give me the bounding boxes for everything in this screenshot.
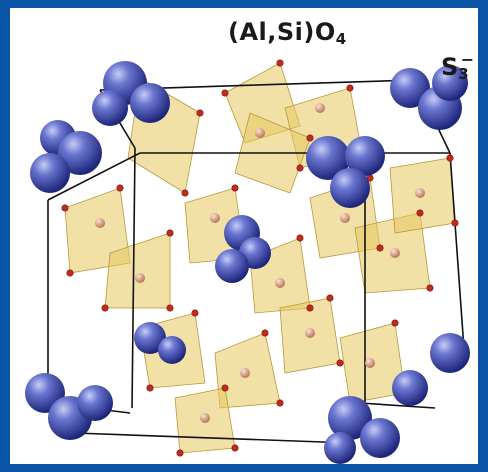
- s3-cluster-left: [30, 120, 102, 193]
- anion-formula-label: S3−: [441, 50, 475, 83]
- cation-sphere: [95, 218, 105, 228]
- cation-sphere: [240, 368, 250, 378]
- unit-cell-edges: [47, 79, 466, 444]
- cation-sphere: [210, 213, 220, 223]
- cation-sphere: [415, 188, 425, 198]
- cation-sphere: [315, 103, 325, 113]
- cation-sphere: [255, 128, 265, 138]
- cation-sphere: [390, 248, 400, 258]
- s3-cluster-top-right: [390, 65, 468, 130]
- s3-cluster-upper-center: [306, 136, 385, 208]
- s3-cluster-bottom-right: [324, 396, 400, 464]
- cation-sphere: [275, 278, 285, 288]
- unit-cell-diagram: [25, 59, 470, 464]
- cation-sphere: [135, 273, 145, 283]
- framework-formula-label: (Al,Si)O4: [228, 18, 347, 48]
- s3-cluster-top-left: [92, 61, 170, 126]
- cation-spheres: [95, 103, 425, 423]
- cation-sphere: [365, 358, 375, 368]
- s3-cluster-right: [392, 333, 470, 406]
- sulfur-clusters: [25, 61, 470, 464]
- s3-cluster-bottom-left: [25, 373, 113, 440]
- diagram-frame: (Al,Si)O4 S3−: [10, 8, 478, 464]
- cation-sphere: [200, 413, 210, 423]
- cation-sphere: [340, 213, 350, 223]
- tetrahedra: [64, 62, 456, 454]
- cation-sphere: [305, 328, 315, 338]
- s3-cluster-middle-left: [134, 322, 186, 364]
- s3-cluster-center: [215, 215, 271, 283]
